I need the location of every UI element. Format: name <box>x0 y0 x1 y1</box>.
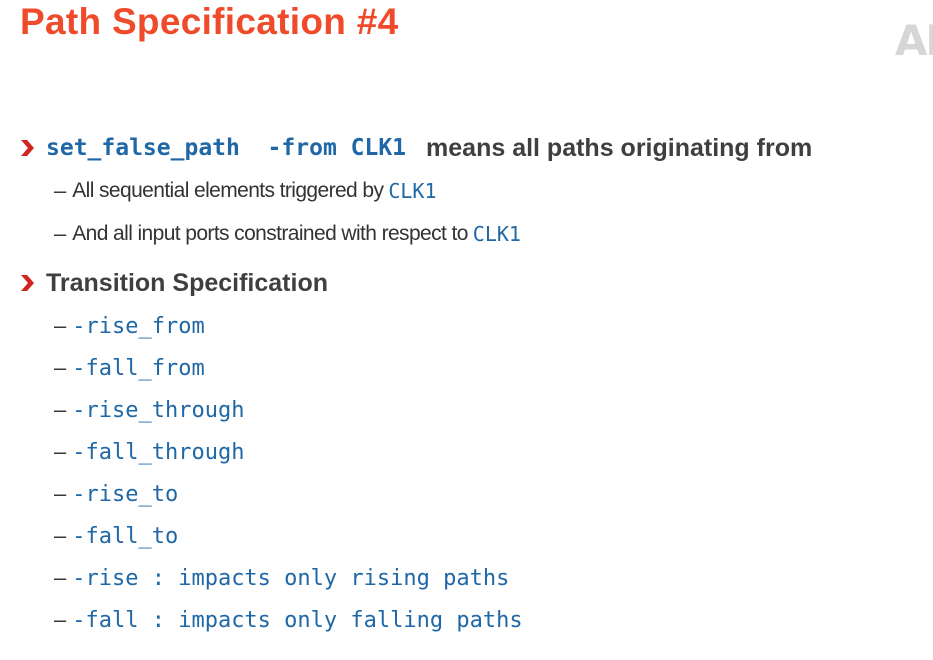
dash: – <box>54 397 67 422</box>
bullet-code: set_false_path -from CLK1 <box>46 135 407 161</box>
sub-item-code: CLK1 <box>472 222 521 246</box>
bullet-text: means all paths originating from <box>426 133 813 162</box>
option-code: -fall_from <box>72 355 205 381</box>
dash: – <box>54 523 67 548</box>
dash: – <box>54 439 67 464</box>
bullet-false-path: set_false_path -from CLK1 means all path… <box>20 133 812 163</box>
option-item: – -rise_from <box>54 311 205 341</box>
option-code: -fall_to <box>72 523 179 549</box>
option-item: – -fall : impacts only falling paths <box>54 605 523 635</box>
dash: – <box>54 313 67 338</box>
sub-item: – And all input ports constrained with r… <box>54 219 521 249</box>
bullet-heading: Transition Specification <box>46 268 328 297</box>
option-code: -fall : impacts only falling paths <box>72 607 523 633</box>
chevron-right-icon <box>21 140 34 156</box>
dash: – <box>54 355 67 380</box>
option-item: – -rise_to <box>54 479 178 509</box>
slide-title: Path Specification #4 <box>20 1 399 42</box>
dash: – <box>54 607 67 632</box>
option-code: -fall_through <box>72 439 245 465</box>
dash: – <box>54 481 67 506</box>
dash: – <box>54 221 67 246</box>
chevron-right-icon <box>21 275 34 291</box>
sub-item-text: All sequential elements triggered by <box>72 179 384 202</box>
option-code: -rise_from <box>72 313 205 339</box>
option-item: – -rise_through <box>54 395 244 425</box>
option-item: – -rise : impacts only rising paths <box>54 563 509 593</box>
sub-item: – All sequential elements triggered by C… <box>54 176 437 206</box>
sub-item-text: And all input ports constrained with res… <box>72 222 468 245</box>
dash: – <box>54 178 67 203</box>
sub-item-code: CLK1 <box>388 179 437 203</box>
bullet-transition-spec: Transition Specification <box>20 268 328 298</box>
option-code: -rise_through <box>72 397 245 423</box>
option-item: – -fall_through <box>54 437 244 467</box>
option-code: -rise_to <box>72 481 179 507</box>
option-code: -rise : impacts only rising paths <box>72 565 510 591</box>
option-item: – -fall_to <box>54 521 178 551</box>
dash: – <box>54 565 67 590</box>
option-item: – -fall_from <box>54 353 205 383</box>
logo: AI <box>894 16 933 65</box>
